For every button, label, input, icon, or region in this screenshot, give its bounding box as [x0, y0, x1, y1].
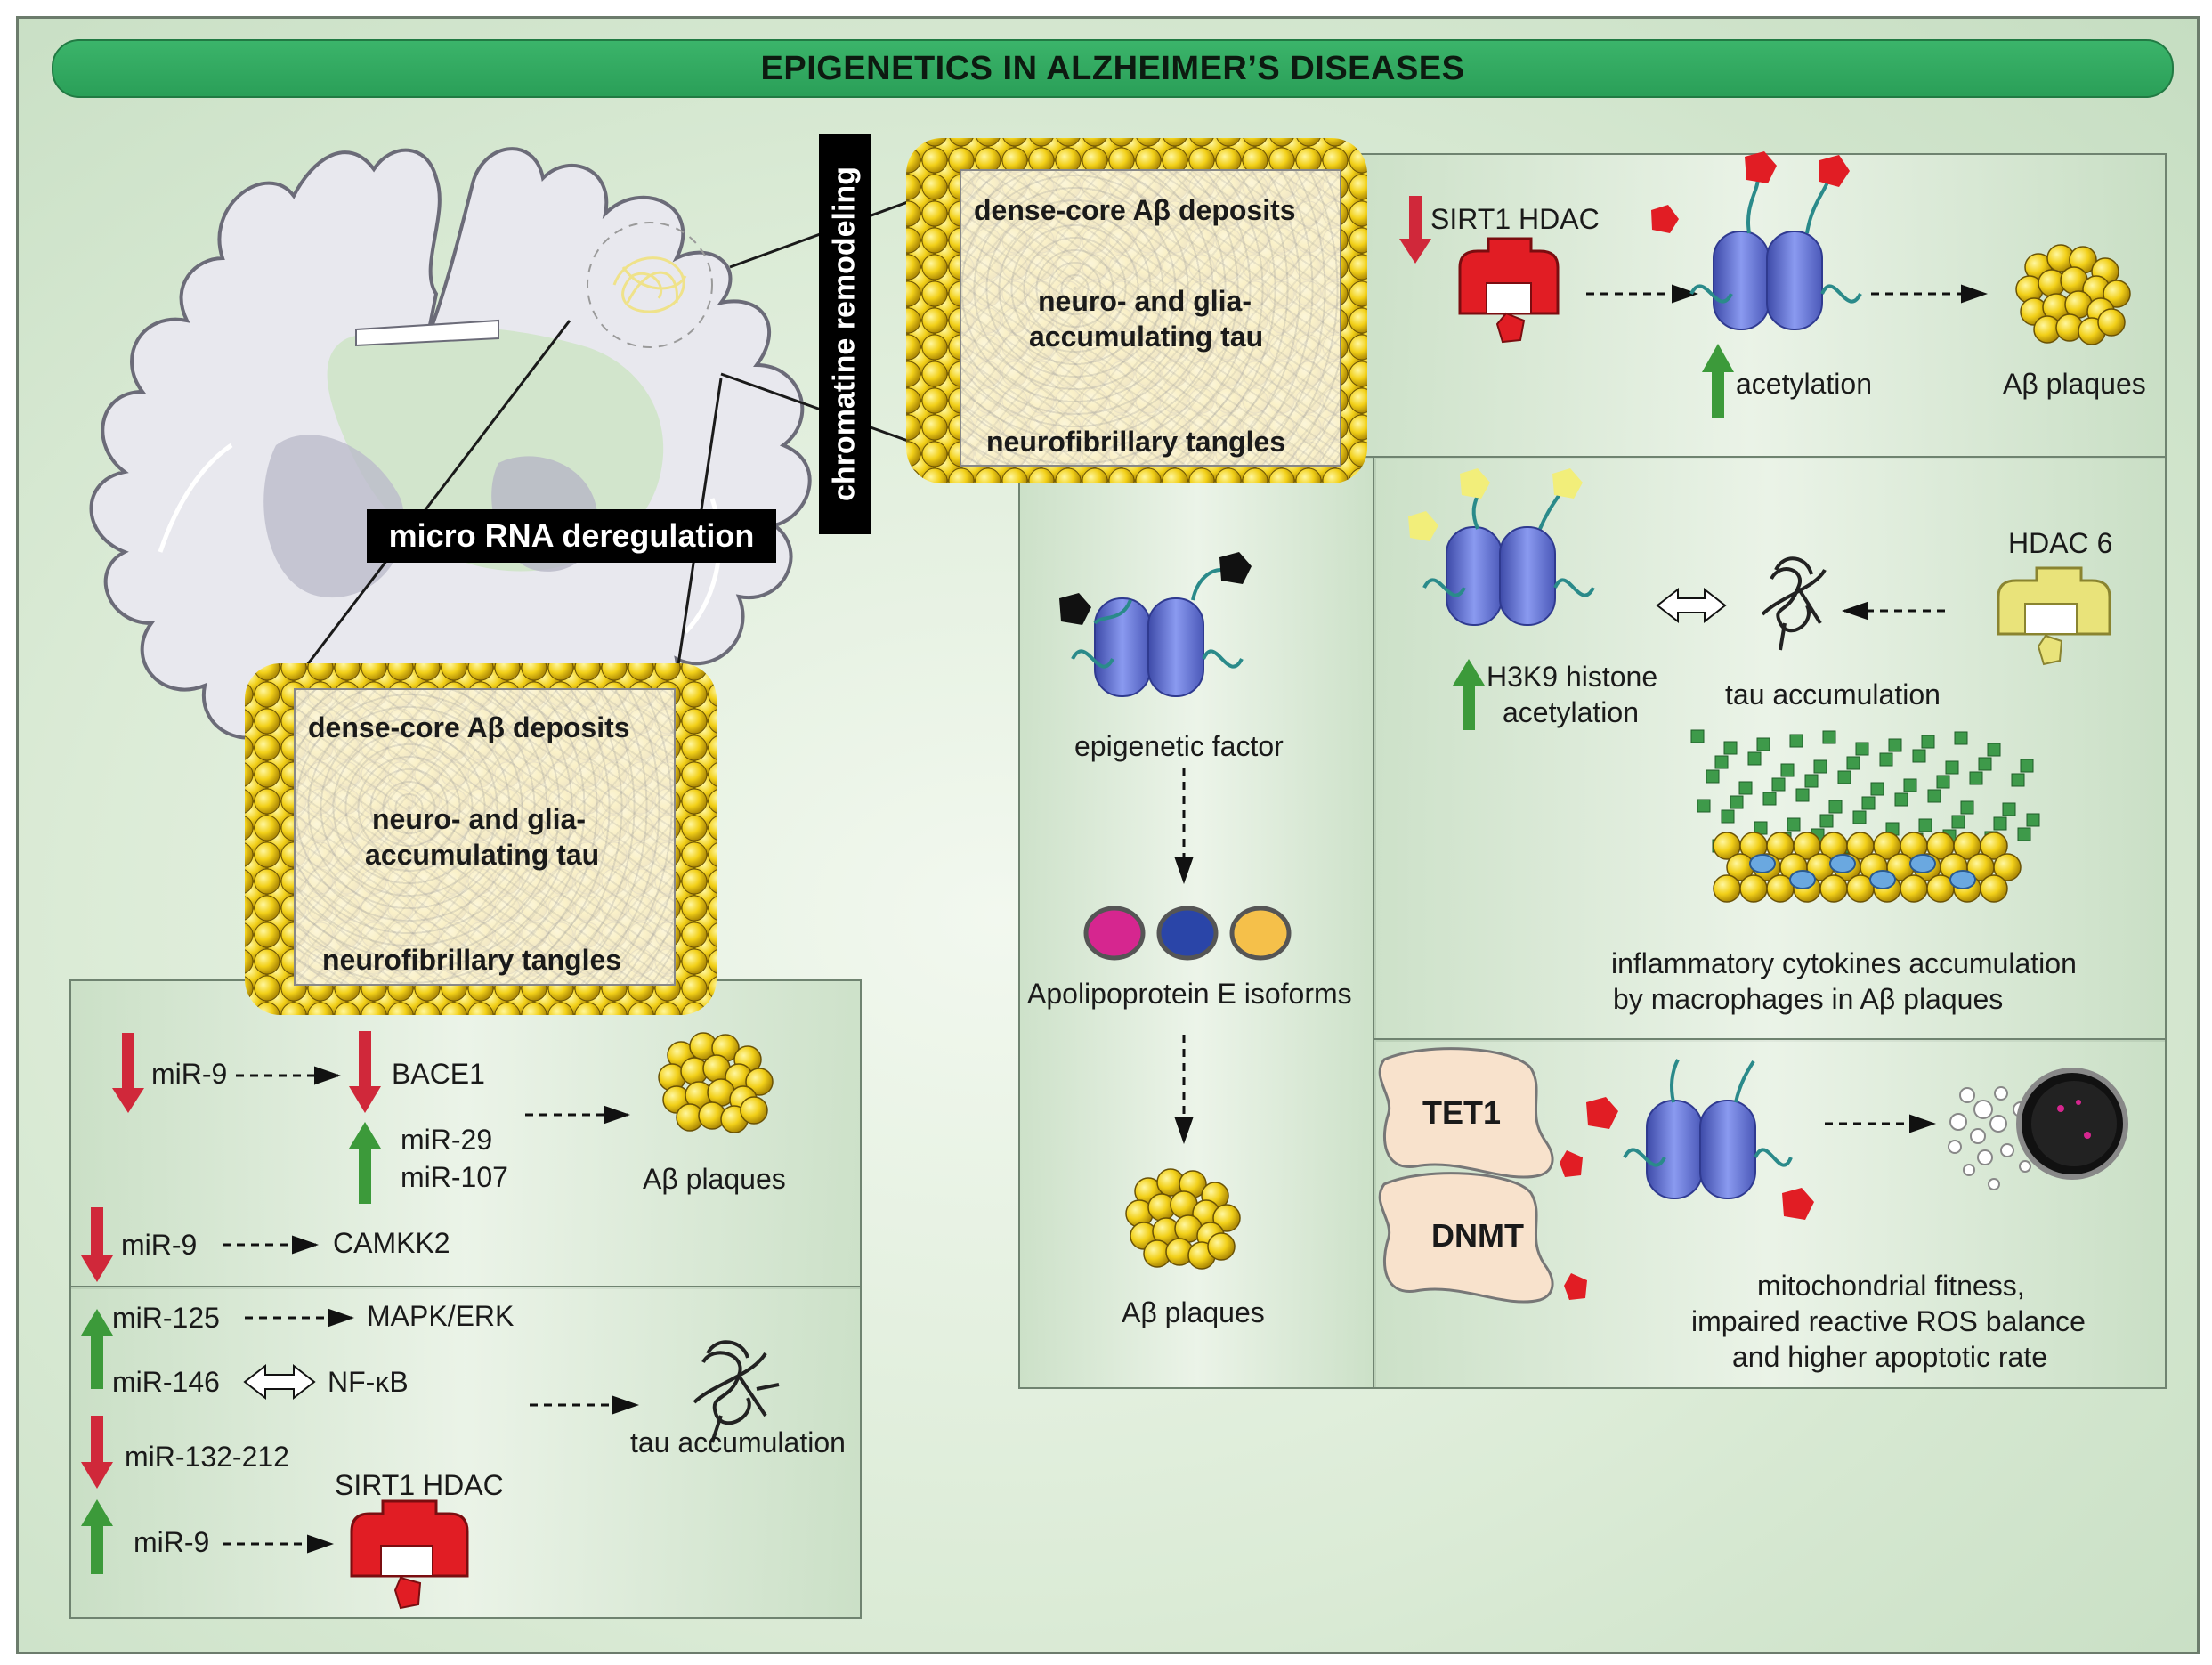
nucleosome-methylated-icon: [1586, 1059, 1814, 1220]
nucleosome-acetylated-icon: [1651, 151, 1862, 330]
mir107-label: miR-107: [401, 1161, 508, 1193]
apoe-isoforms-icon: [1083, 906, 1292, 961]
apoe-isoforms-label: Apolipoprotein E isoforms: [1027, 978, 1352, 1010]
camkk2-label: CAMKK2: [333, 1227, 450, 1259]
deposit-top-line3: neurofibrillary tangles: [986, 426, 1286, 458]
mito-label-line3: and higher apoptotic rate: [1732, 1341, 2048, 1373]
panel-mirna-top: [69, 979, 862, 1289]
hdac6-label: HDAC 6: [2008, 527, 2113, 559]
deposit-top-line2a: neuro- and glia-: [1038, 285, 1252, 317]
sirt1-label-top: SIRT1 HDAC: [1430, 203, 1600, 235]
h3k9-label-line1: H3K9 histone: [1487, 661, 1658, 693]
plaques-label-top-right: Aβ plaques: [2003, 368, 2146, 400]
mir146-label: miR-146: [112, 1366, 220, 1398]
macrophage-plaque-icon: [1690, 729, 2040, 903]
tau-tangle-icon: [1761, 556, 1827, 651]
h3k9-label-line2: acetylation: [1503, 696, 1639, 728]
label-microrna-deregulation: micro RNA deregulation: [367, 509, 776, 563]
apoptotic-cell-icon: [1948, 1068, 2128, 1190]
sirt1-enzyme-icon: [1458, 237, 1560, 344]
amyloid-plaque-icon: [2015, 244, 2131, 345]
double-arrow-icon: [243, 1363, 316, 1401]
up-arrow-icon: [81, 1499, 113, 1574]
tau-accumulation-label-left: tau accumulation: [630, 1426, 846, 1458]
plaque-spot: [612, 256, 687, 313]
inflammatory-label-line1: inflammatory cytokines accumulation: [1611, 947, 2077, 979]
nucleosome-epigenetic-icon: [1059, 552, 1252, 697]
acetylation-label: acetylation: [1736, 368, 1872, 400]
bace1-label: BACE1: [392, 1058, 485, 1090]
mito-label-line2: impaired reactive ROS balance: [1691, 1305, 2086, 1337]
deposit-bottom-line2a: neuro- and glia-: [372, 803, 586, 835]
dnmt-enzyme-icon: [1378, 1172, 1587, 1304]
amyloid-plaque-icon: [1125, 1168, 1241, 1270]
mir125-label: miR-125: [112, 1302, 220, 1334]
deposit-bottom-line3: neurofibrillary tangles: [322, 944, 622, 976]
hdac6-enzyme-icon: [1997, 566, 2111, 666]
tet1-label: TET1: [1422, 1094, 1502, 1131]
amyloid-plaque-icon: [658, 1032, 774, 1133]
dnmt-label: DNMT: [1431, 1217, 1524, 1254]
sirt1-label-bottom: SIRT1 HDAC: [335, 1469, 504, 1501]
double-arrow-icon: [1656, 587, 1727, 624]
deposit-bottom-line1: dense-core Aβ deposits: [308, 711, 630, 743]
tau-accumulation-label-right: tau accumulation: [1725, 678, 1941, 711]
mir132-label: miR-132-212: [125, 1441, 289, 1473]
tau-tangle-icon: [693, 1340, 780, 1443]
deposit-box-bottom: [294, 688, 676, 986]
up-arrow-icon: [1453, 659, 1485, 730]
page-title: EPIGENETICS IN ALZHEIMER’S DISEASES: [760, 49, 1465, 87]
nucleosome-h3k9-icon: [1408, 468, 1595, 626]
up-arrow-icon: [349, 1122, 381, 1204]
nfkb-label: NF-κB: [328, 1366, 409, 1398]
down-arrow-icon: [81, 1416, 113, 1489]
up-arrow-icon: [1702, 344, 1734, 418]
deposit-bottom-line2b: accumulating tau: [365, 839, 600, 871]
mir9-label-c: miR-9: [134, 1526, 210, 1558]
inflammatory-label-line2: by macrophages in Aβ plaques: [1613, 983, 2004, 1015]
plaques-label-center: Aβ plaques: [1122, 1296, 1265, 1328]
mir29-label: miR-29: [401, 1124, 493, 1156]
plaques-label-mirna: Aβ plaques: [643, 1163, 786, 1195]
down-arrow-icon: [349, 1031, 381, 1113]
epigenetic-factor-label: epigenetic factor: [1074, 730, 1284, 762]
deposit-box-top: [960, 169, 1341, 467]
down-arrow-icon: [1399, 196, 1431, 264]
mapk-erk-label: MAPK/ERK: [367, 1300, 515, 1332]
sirt1-enzyme-icon: [350, 1499, 469, 1610]
down-arrow-icon: [112, 1033, 144, 1113]
up-arrow-icon: [81, 1309, 113, 1389]
down-arrow-icon: [81, 1207, 113, 1282]
title-banner: EPIGENETICS IN ALZHEIMER’S DISEASES: [52, 39, 2174, 98]
tet1-enzyme-icon: [1378, 1047, 1583, 1179]
mir9-label-a: miR-9: [151, 1058, 228, 1090]
mir9-label-b: miR-9: [121, 1229, 198, 1261]
deposit-top-line1: dense-core Aβ deposits: [974, 194, 1296, 226]
mito-label-line1: mitochondrial fitness,: [1757, 1270, 2025, 1302]
deposit-top-line2b: accumulating tau: [1029, 321, 1264, 353]
label-chromatine-remodeling: chromatine remodeling: [819, 134, 871, 534]
